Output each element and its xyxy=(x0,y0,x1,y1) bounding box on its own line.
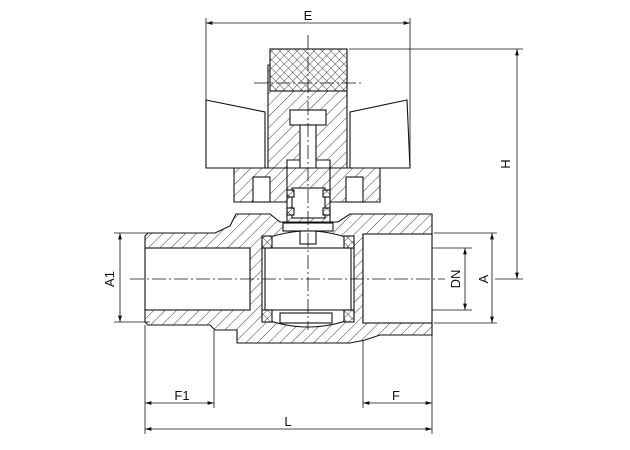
label-F: F xyxy=(392,388,400,403)
valve-body xyxy=(144,213,433,344)
label-A1: A1 xyxy=(102,271,117,287)
label-E: E xyxy=(304,8,313,23)
handle xyxy=(205,48,411,170)
right-bore xyxy=(362,233,433,324)
label-H: H xyxy=(498,159,513,168)
label-A: A xyxy=(476,274,491,283)
handle-wing-right xyxy=(349,99,411,169)
dimensions xyxy=(114,18,523,434)
label-L: L xyxy=(284,414,291,429)
stem xyxy=(291,187,326,219)
label-DN: DN xyxy=(448,270,463,289)
label-F1: F1 xyxy=(174,388,189,403)
bonnet xyxy=(233,167,381,229)
seat-ring xyxy=(261,235,273,249)
handle-cap-insert xyxy=(269,48,348,92)
handle-wing-left xyxy=(205,99,266,169)
